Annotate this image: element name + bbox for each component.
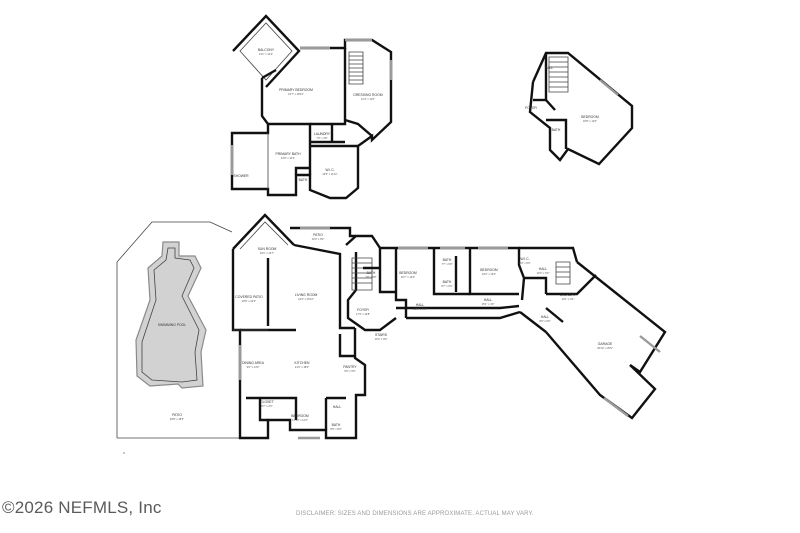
room-label: CLOSET	[260, 400, 274, 404]
room-dims: 18'9" x 11'6"	[583, 119, 597, 123]
north-indicator: N	[123, 451, 125, 455]
room-label: GARAGE	[598, 342, 613, 346]
room-label: SUN ROOM	[258, 247, 277, 251]
room-dims: 30'10" x 25'9"	[597, 346, 613, 350]
room-dims: 7'8" x 6'8"	[365, 275, 376, 279]
room-dims: 12'4" x 11'5"	[361, 97, 375, 101]
room-label: BEDROOM	[291, 414, 309, 418]
room-label: W.I.C.	[325, 168, 334, 172]
room-dims: 48'8" x 18'6"	[170, 417, 184, 421]
room-label: HALL	[484, 298, 493, 302]
room-dims: 14'10" x 12'2"	[292, 418, 308, 422]
room-label: HALL	[333, 405, 342, 409]
room-label: FOYER	[525, 106, 537, 110]
room-dims: 13'6" x 11'11"	[322, 172, 337, 176]
room-label: PRIMARY BATH	[275, 152, 301, 156]
room-dims: 8'7" x 6'0"	[441, 284, 452, 288]
disclaimer-text: DISCLAIMER: SIZES AND DIMENSIONS ARE APP…	[296, 511, 534, 517]
room-dims: 8'5" x 8'0"	[330, 427, 341, 431]
room-label: BATH	[443, 258, 452, 262]
room-label: BEDROOM	[399, 271, 417, 275]
room-dims: 17'3" x 10'8"	[356, 312, 370, 316]
room-dims: 18'6" x 22'0"	[242, 299, 256, 303]
room-label: BEDROOM	[480, 268, 498, 272]
room-dims: 21'0" x 18'0"	[295, 365, 309, 369]
pool-area	[116, 221, 246, 439]
loft-labels: BEDROOM 18'9" x 11'6" HALL FOYER BATH	[525, 66, 599, 132]
room-label: KITCHEN	[295, 361, 310, 365]
swimming-pool	[135, 241, 207, 389]
room-label: STAIRS	[375, 333, 388, 337]
room-dims: 15'1" x 4'0"	[482, 302, 495, 306]
room-label: HALL	[545, 66, 554, 70]
room-label: SHOWER	[233, 174, 249, 178]
room-dims: 10'4" x 9'6"	[375, 337, 388, 341]
room-dims: 6'7" x 2'6"	[261, 404, 272, 408]
room-label: PATIO	[313, 233, 323, 237]
room-label: BATH	[552, 128, 561, 132]
room-label: BEDROOM	[581, 115, 599, 119]
room-dims: 22'4" x 25'10"	[298, 297, 314, 301]
room-label: DINING AREA	[242, 361, 265, 365]
room-dims: 7'7" x 6'0"	[441, 262, 452, 266]
room-dims: 7'6" x 4'8"	[316, 136, 327, 140]
room-label: BATH	[367, 271, 376, 275]
room-label: LAUNDRY	[314, 132, 331, 136]
room-dims: 10'1" x 9'1"	[562, 297, 575, 301]
room-dims: 16'1" x 13'7"	[260, 251, 274, 255]
upper-floor-labels: BALCONY 13'1" x 12'4" PRIMARY BEDROOM 16…	[233, 48, 382, 182]
main-floor-labels: SWIMMING POOL PATIO 48'8" x 18'6" COVERE…	[158, 233, 613, 431]
room-label: BATH	[443, 280, 452, 284]
room-dims: 10'3" x 6'0"	[537, 271, 550, 275]
room-label: FOYER	[357, 308, 369, 312]
room-label: LAUNDRY	[560, 293, 577, 297]
room-dims: 13'0" x 8'0"	[312, 237, 325, 241]
room-label: LIVING ROOM	[295, 293, 318, 297]
room-label: HALL	[541, 315, 550, 319]
room-label: COVERED PATIO	[235, 295, 263, 299]
room-dims: 16'7" x 13'0"	[401, 275, 415, 279]
room-dims: 16'7" x 18'10"	[288, 92, 304, 96]
room-label: SWIMMING POOL	[158, 323, 187, 327]
room-label: HALL	[539, 267, 548, 271]
room-label: W.I.C.	[520, 257, 529, 261]
room-dims: 16'2" x 13'0"	[482, 272, 496, 276]
room-label: PANTRY	[343, 365, 357, 369]
room-dims: 20'8" x 5'6"	[414, 307, 427, 311]
room-label: BATH	[299, 178, 308, 182]
room-dims: 5'9" x 5'5"	[344, 369, 355, 373]
room-dims: 12'8" x 14'4"	[281, 156, 295, 160]
upper-floor	[230, 14, 393, 200]
room-dims: 8'0" x 6'0"	[539, 319, 550, 323]
loft-floor	[528, 51, 634, 166]
room-label: BATH	[332, 423, 341, 427]
room-label: DRESSING ROOM	[353, 93, 382, 97]
main-floor	[231, 213, 667, 440]
room-dims: 8'0" x 6'0"	[519, 261, 530, 265]
room-label: BALCONY	[258, 48, 275, 52]
room-label: PATIO	[172, 413, 182, 417]
mls-watermark: ©2026 NEFMLS, Inc	[2, 498, 162, 517]
room-label: HALL	[416, 303, 425, 307]
room-dims: 13'1" x 12'4"	[259, 52, 273, 56]
room-label: PRIMARY BEDROOM	[279, 88, 313, 92]
room-dims: 9'6" x 14'0"	[247, 365, 260, 369]
